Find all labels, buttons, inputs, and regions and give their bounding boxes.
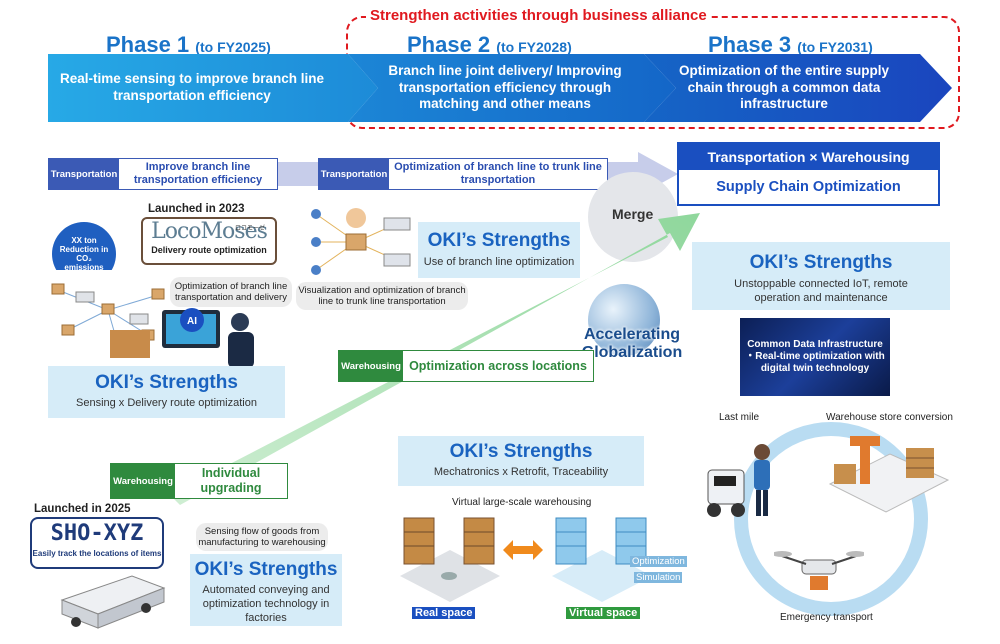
locomoses-name: LocoMoses [151, 219, 268, 244]
sho-xyz-logo: SHO-XYZ Easily track the locations of it… [30, 517, 164, 569]
strength-mechatronics: OKI’s Strengths Mechatronics x Retrofit,… [398, 436, 644, 486]
virtual-space-label: Virtual space [566, 607, 641, 619]
locomoses-logo: LocoMoses ロコモーゼ Delivery route optimizat… [141, 217, 277, 265]
strength-desc: Mechatronics x Retrofit, Traceability [433, 466, 609, 478]
strength-title: OKI’s Strengths [427, 230, 571, 251]
strength-desc: Use of branch line optimization [423, 256, 575, 268]
transport-box-2: Transportation Optimization of branch li… [318, 158, 608, 190]
bubble-trunk: Visualization and optimization of branch… [296, 282, 468, 310]
launched-2025: Launched in 2025 [34, 503, 131, 515]
bubble-branch: Optimization of branch line transportati… [170, 277, 292, 307]
phase2-title: Phase 2 (to FY2028) [407, 32, 572, 57]
simulation-label: Simulation [634, 572, 683, 583]
virtual-warehousing-label: Virtual large-scale warehousing [452, 497, 592, 508]
phase2-desc: Branch line joint delivery/ Improving tr… [388, 62, 622, 112]
target-box: Transportation × Warehousing Supply Chai… [677, 142, 940, 206]
target-top: Transportation × Warehousing [679, 144, 938, 170]
truck-icon [60, 575, 166, 629]
phase3-desc: Optimization of the entire supply chain … [678, 62, 889, 112]
warehousing-tag: Warehousing [339, 351, 403, 381]
warehouse-robot-illustration [828, 436, 950, 513]
sho-xyz-caption: Easily track the locations of items [32, 549, 162, 558]
phase1-title: Phase 1 (to FY2025) [106, 32, 271, 57]
transport-text: Improve branch line transportation effic… [133, 160, 263, 186]
ai-icon [180, 308, 204, 332]
warehousing-text: Optimization across locations [409, 358, 587, 373]
transport-box-1: Transportation Improve branch line trans… [48, 158, 278, 190]
data-infra-panel: Common Data Infrastructure ・Real-time op… [740, 318, 890, 396]
strength-title: OKI’s Strengths [194, 559, 338, 580]
warehousing-box-1: Warehousing Optimization across location… [338, 350, 594, 382]
alliance-label: Strengthen activities through business a… [366, 7, 711, 24]
locomoses-kana: ロコモーゼ [234, 226, 265, 232]
emergency-label: Emergency transport [780, 612, 873, 623]
locomoses-caption: Delivery route optimization [151, 245, 267, 255]
strength-title: OKI’s Strengths [95, 372, 238, 393]
strength-branch-use: OKI’s Strengths Use of branch line optim… [418, 222, 580, 278]
phase2-band [348, 54, 676, 122]
target-bottom: Supply Chain Optimization [716, 179, 901, 195]
sho-xyz-name: SHO-XYZ [50, 521, 144, 546]
real-space-label: Real space [412, 607, 476, 619]
phase3-band [644, 54, 952, 122]
last-mile-label: Last mile [719, 412, 760, 423]
transport-tag: Transportation [319, 159, 389, 189]
warehousing-tag: Warehousing [111, 464, 175, 498]
strength-sensing: OKI’s Strengths Sensing x Delivery route… [48, 366, 285, 418]
strength-desc: Sensing x Delivery route optimization [76, 397, 257, 409]
drone-icon [774, 551, 864, 590]
handshake-icon [346, 208, 366, 228]
strength-desc: Automated conveying and optimization tec… [202, 584, 330, 624]
strength-automated: OKI’s Strengths Automated conveying and … [190, 554, 342, 626]
phase1-desc: Real-time sensing to improve branch line… [59, 71, 325, 103]
merge-circle [588, 172, 678, 262]
globe-label: Accelerating Globalization [581, 326, 683, 361]
ai-label: AI [187, 316, 197, 327]
warehousing-box-2: Warehousing Individual upgrading [110, 463, 288, 499]
phase3-title: Phase 3 (to FY2031) [708, 32, 873, 57]
delivery-robot-illustration [707, 444, 770, 517]
bubble-sensing-flow: Sensing flow of goods from manufacturing… [196, 523, 328, 551]
merge-label: Merge [612, 206, 654, 222]
virtual-warehouse-illustration [552, 517, 652, 602]
launched-2023: Launched in 2023 [148, 203, 245, 215]
cycle-ring [734, 422, 928, 616]
strength-desc: Unstoppable connected IoT, remote operat… [734, 278, 908, 304]
sync-arrows-icon [503, 540, 543, 560]
real-warehouse-illustration [400, 517, 500, 602]
strength-title: OKI’s Strengths [749, 252, 893, 273]
phase-arrows [48, 54, 952, 122]
warehousing-text: Individual upgrading [200, 466, 262, 495]
strength-iot: OKI’s Strengths Unstoppable connected Io… [692, 242, 950, 310]
transport-tag: Transportation [49, 159, 119, 189]
operator-illustration: AI [110, 308, 254, 368]
optimization-label: Optimization [630, 556, 687, 567]
strength-title: OKI’s Strengths [449, 441, 593, 462]
globe-icon [588, 284, 660, 356]
warehouse-conversion-label: Warehouse store conversion [826, 412, 953, 423]
trunk-network-illustration [311, 208, 411, 275]
phase1-band [48, 54, 378, 122]
data-infra-text: Common Data Infrastructure ・Real-time op… [745, 339, 885, 374]
transport-text: Optimization of branch line to trunk lin… [394, 160, 602, 186]
